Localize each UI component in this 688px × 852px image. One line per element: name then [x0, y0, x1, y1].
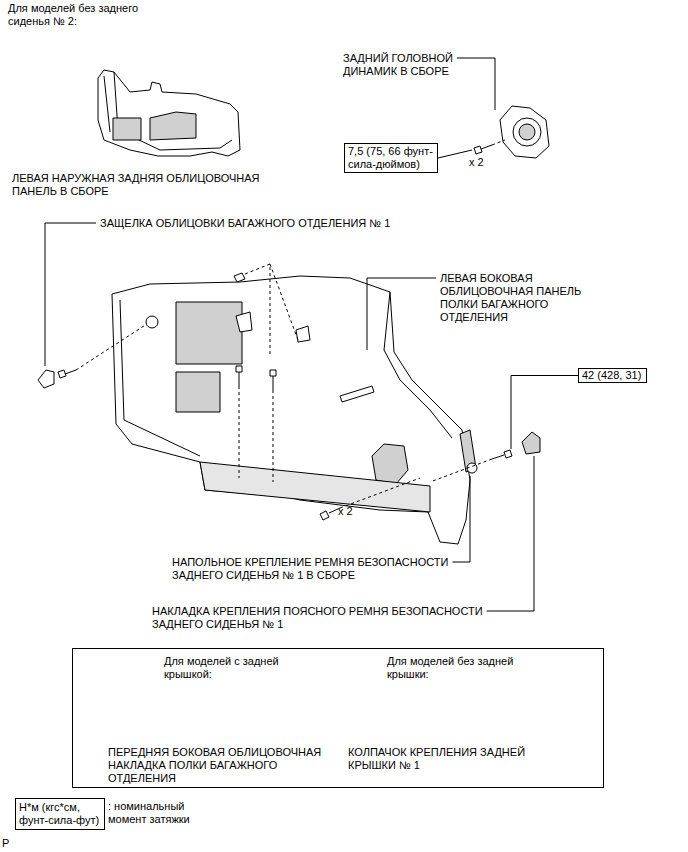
outer-panel — [98, 70, 240, 156]
part-name: КОЛПАЧОК КРЕПЛЕНИЯ ЗАДНЕЙ КРЫШКИ № 1 — [348, 746, 553, 772]
leader-line — [511, 376, 578, 450]
bolt — [236, 366, 242, 386]
leader-line — [367, 278, 436, 350]
dash-line — [492, 140, 505, 145]
part-name: ПЕРЕДНЯЯ БОКОВАЯ ОБЛИЦОВОЧНАЯ НАКЛАДКА П… — [108, 746, 333, 785]
variant-heading: Для моделей с задней крышкой: — [164, 655, 314, 681]
part-name: ЛЕВАЯ БОКОВАЯ ОБЛИЦОВОЧНАЯ ПАНЕЛЬ ПОЛКИ … — [440, 272, 600, 324]
dash-line — [76, 322, 150, 370]
leader-line — [45, 223, 96, 366]
part-name: НАКЛАДКА КРЕПЛЕНИЯ ПОЯСНОГО РЕМНЯ БЕЗОПА… — [152, 605, 520, 631]
leader-line — [457, 58, 495, 110]
dash-line — [239, 386, 273, 482]
variant-box: Для моделей с задней крышкой: Для моделей… — [72, 648, 604, 788]
quantity: x 2 — [469, 156, 493, 169]
bolt — [492, 450, 512, 459]
panel-window — [176, 372, 220, 412]
anchor-cover — [522, 432, 540, 454]
part-name: ЗАДНИЙ ГОЛОВНОЙ ДИНАМИК В СБОРЕ — [343, 52, 468, 78]
bolt — [474, 145, 492, 154]
torque-box: 42 (428, 31) — [578, 368, 647, 383]
panel-window — [113, 118, 141, 140]
variant-heading: Для моделей без задней крышки: — [387, 655, 527, 681]
torque-box: 7,5 (75, 66 фунт-сила-дюймов) — [344, 143, 438, 173]
bolt — [320, 508, 340, 520]
panel-edge — [120, 292, 452, 498]
panel-hole — [146, 316, 158, 328]
part-name: ЗАЩЕЛКА ОБЛИЦОВКИ БАГАЖНОГО ОТДЕЛЕНИЯ № … — [100, 217, 430, 230]
panel-pocket — [372, 444, 408, 484]
outer-panel-edge — [104, 72, 232, 150]
dash-line — [430, 459, 492, 482]
clip — [38, 370, 54, 388]
panel-slot — [236, 312, 252, 332]
title: Для моделей без заднего сиденья № 2: — [8, 2, 153, 28]
panel-opening — [150, 112, 196, 140]
torque-value: 7,5 (75, 66 фунт-сила-дюймов) — [348, 145, 434, 171]
speaker-cone — [513, 118, 541, 146]
legend-box: Н*м (кгс*см, фунт-сила-фут): номинальный… — [15, 798, 105, 830]
screw — [58, 370, 76, 378]
torque-value: 42 (428, 31) — [582, 369, 643, 382]
part-name: НАПОЛЬНОЕ КРЕПЛЕНИЕ РЕМНЯ БЕЗОПАСНОСТИ З… — [172, 556, 462, 582]
leader-line — [452, 476, 470, 562]
side-panel — [112, 276, 470, 544]
dash-line — [340, 478, 420, 508]
torque-value: Н*м (кгс*см, фунт-сила-фут) — [19, 801, 101, 827]
panel-slot — [340, 386, 374, 402]
speaker-bracket — [500, 106, 549, 158]
leader-line — [487, 456, 534, 611]
panel-window — [176, 302, 242, 364]
panel-bottom — [200, 462, 430, 512]
speaker-center — [519, 124, 535, 140]
page-mark: P — [2, 837, 16, 850]
dash-line — [245, 264, 298, 356]
quantity: x 2 — [338, 505, 362, 518]
bolt — [270, 370, 276, 390]
part-name: ЛЕВАЯ НАРУЖНАЯ ЗАДНЯЯ ОБЛИЦОВОЧНАЯ ПАНЕЛ… — [12, 172, 274, 198]
legend-text: : номинальный момент затяжки — [108, 800, 203, 826]
bolt — [234, 273, 245, 282]
leader-line — [438, 150, 472, 158]
